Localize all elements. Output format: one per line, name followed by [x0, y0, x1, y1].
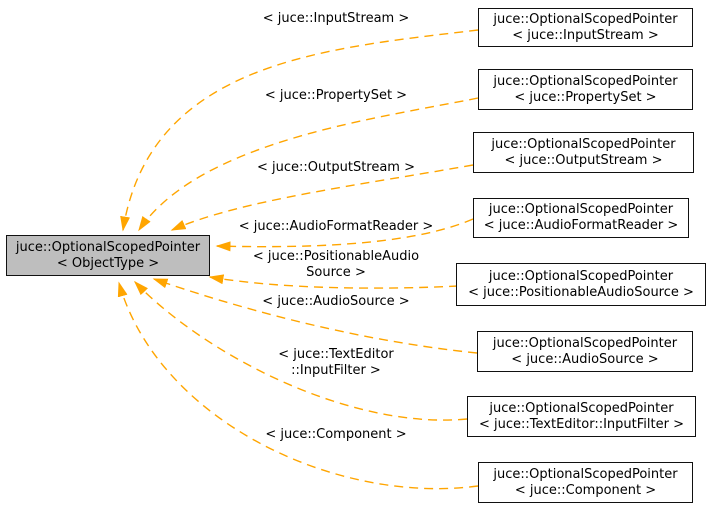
node-juce-outputstream[interactable]: juce::OptionalScopedPointer < juce::Outp…: [473, 132, 694, 173]
node-line1: juce::OptionalScopedPointer: [493, 73, 678, 89]
edge-label-juce-inputstream: < juce::InputStream >: [262, 11, 410, 26]
edge-juce-outputstream: [170, 164, 474, 231]
node-line2: < juce::TextEditor::InputFilter >: [479, 416, 684, 432]
node-line1: juce::OptionalScopedPointer: [491, 136, 676, 152]
node-juce-positionableaudiosource[interactable]: juce::OptionalScopedPointer < juce::Posi…: [456, 263, 706, 306]
edge-label-juce-audioformatreader: < juce::AudioFormatReader >: [238, 219, 434, 234]
node-line1: juce::OptionalScopedPointer: [493, 466, 678, 482]
edge-juce-inputstream: [120, 29, 479, 232]
edge-label-juce-component: < juce::Component >: [265, 427, 407, 442]
main-node-line1: juce::OptionalScopedPointer: [15, 239, 201, 255]
node-line1: juce::OptionalScopedPointer: [489, 400, 674, 416]
edge-juce-propertyset: [138, 97, 479, 232]
edge-juce-audiosource: [152, 278, 478, 354]
edge-label-juce-outputstream: < juce::OutputStream >: [257, 160, 415, 175]
node-juce-audiosource[interactable]: juce::OptionalScopedPointer < juce::Audi…: [477, 331, 693, 372]
node-line2: < juce::AudioFormatReader >: [483, 218, 679, 233]
node-line1: juce::OptionalScopedPointer: [488, 268, 674, 284]
node-line1: juce::OptionalScopedPointer: [492, 335, 678, 351]
node-juce-texteditor-inputfilter[interactable]: juce::OptionalScopedPointer < juce::Text…: [467, 396, 696, 437]
edge-juce-component: [117, 281, 479, 490]
main-node-line2: < ObjectType >: [56, 255, 160, 271]
edge-label-juce-propertyset: < juce::PropertySet >: [264, 88, 408, 103]
node-line2: < juce::PositionableAudioSource >: [468, 284, 694, 300]
node-line2: < juce::Component >: [514, 482, 657, 498]
edge-juce-audioformatreader: [215, 218, 474, 252]
node-line2: < juce::AudioSource >: [511, 351, 659, 367]
node-line2: < juce::InputStream >: [512, 27, 659, 43]
node-juce-component[interactable]: juce::OptionalScopedPointer < juce::Comp…: [478, 462, 693, 503]
edge-juce-positionableaudiosource: [208, 274, 459, 289]
node-juce-propertyset[interactable]: juce::OptionalScopedPointer < juce::Prop…: [478, 69, 693, 110]
node-line1: juce::OptionalScopedPointer: [493, 11, 678, 27]
node-juce-inputstream[interactable]: juce::OptionalScopedPointer < juce::Inpu…: [478, 8, 693, 47]
edge-label-juce-audiosource: < juce::AudioSource >: [262, 294, 410, 309]
edge-juce-texteditor-inputfilter: [133, 280, 468, 421]
main-class-node: juce::OptionalScopedPointer < ObjectType…: [6, 235, 210, 276]
node-juce-audioformatreader[interactable]: juce::OptionalScopedPointer < juce::Audi…: [473, 198, 689, 238]
node-line1: juce::OptionalScopedPointer: [488, 202, 674, 217]
node-line2: < juce::PropertySet >: [514, 89, 657, 105]
edge-label-juce-texteditor-inputfilter: < juce::TextEditor::InputFilter >: [278, 347, 394, 378]
node-line2: < juce::OutputStream >: [504, 152, 663, 168]
